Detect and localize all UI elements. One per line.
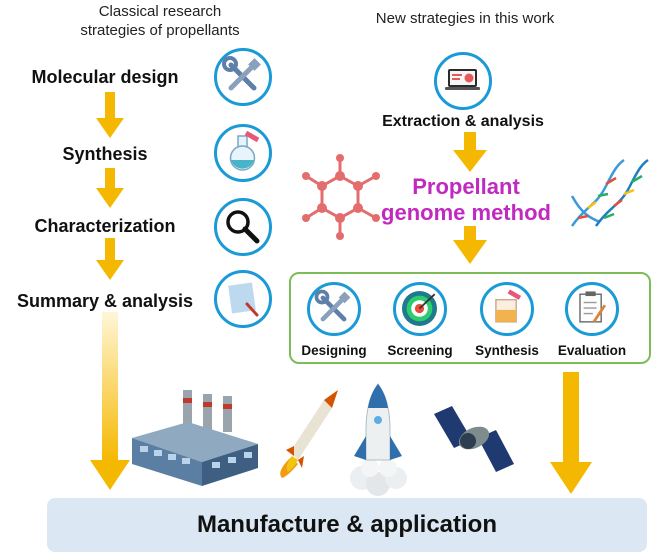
methods-to-application-arrow: [550, 372, 592, 494]
designing-tools-icon: [314, 289, 351, 322]
dna-icon: [570, 158, 649, 227]
classical-header: Classical research strategies of propell…: [60, 2, 260, 40]
arrow-down-extraction: [453, 132, 487, 172]
method-screening-label: Screening: [387, 343, 453, 358]
arrow-down-genome: [453, 226, 487, 264]
step-molecular-design: Molecular design: [31, 67, 179, 87]
evaluation-icon-circle: [565, 282, 619, 336]
arrow-down-2: [96, 168, 124, 208]
arrow-down-3: [96, 238, 124, 280]
factory-icon: [132, 390, 258, 486]
clipboard-icon: [579, 291, 607, 323]
classical-arrows: [90, 92, 130, 490]
methods-box: [289, 272, 651, 364]
tools-icon: [222, 56, 261, 91]
propellant-genome-method: Propellant genome method: [376, 174, 556, 226]
method-evaluation-label: Evaluation: [557, 343, 627, 358]
laptop-chart-icon: [445, 69, 480, 90]
molecule-icon: [302, 154, 380, 240]
manufacture-application-label: Manufacture & application: [196, 511, 498, 538]
arrow-down-long: [90, 312, 130, 490]
flask-icon: [229, 130, 260, 171]
new-strategy-arrows: [453, 132, 487, 264]
classical-header-line1: Classical research: [98, 3, 222, 20]
extraction-icon-circle: [434, 52, 492, 110]
classical-header-line2: strategies of propellants: [80, 22, 240, 39]
satellite-icon: [434, 406, 514, 472]
step-characterization: Characterization: [34, 216, 176, 236]
method-synthesis-icon-circle: [480, 282, 534, 336]
step-synthesis: Synthesis: [62, 144, 148, 164]
synthesis-icon-circle: [214, 124, 272, 182]
manufacture-application-bar: Manufacture & application: [47, 498, 647, 552]
target-icon: [401, 290, 438, 327]
method-synthesis-label: Synthesis: [475, 343, 539, 358]
characterization-icon-circle: [214, 198, 272, 256]
new-strategies-header: New strategies in this work: [375, 10, 555, 27]
arrow-down-1: [96, 92, 124, 138]
step-summary-analysis: Summary & analysis: [16, 291, 194, 311]
genome-line1: Propellant: [412, 174, 520, 199]
summary-icon-circle: [214, 270, 272, 328]
document-icon: [228, 282, 259, 317]
screening-icon-circle: [393, 282, 447, 336]
molecular-design-icon-circle: [214, 48, 272, 106]
extraction-analysis-label: Extraction & analysis: [382, 113, 544, 130]
method-designing-label: Designing: [301, 343, 367, 358]
magnifier-icon: [226, 210, 260, 244]
genome-line2: genome method: [381, 200, 551, 225]
missile-icon: [280, 390, 338, 478]
designing-icon-circle: [307, 282, 361, 336]
space-shuttle-icon: [350, 383, 407, 496]
beaker-icon: [495, 289, 522, 323]
